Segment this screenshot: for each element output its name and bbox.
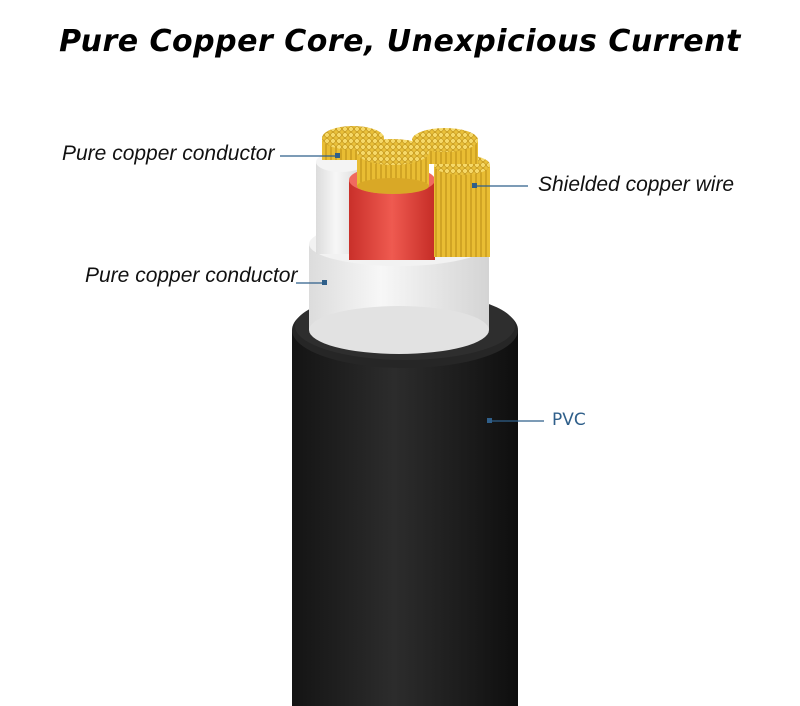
callout-label-pvc: PVC	[552, 410, 586, 430]
callout-leader-right	[472, 183, 528, 188]
callout-leader-mid-left	[296, 280, 327, 285]
shielded-copper-wire	[434, 155, 490, 257]
copper-conductor-right	[412, 128, 478, 164]
pvc-jacket	[292, 292, 518, 706]
callout-label-mid-left: Pure copper conductor	[85, 264, 298, 287]
copper-conductor-center	[357, 139, 429, 194]
callout-label-top-left: Pure copper conductor	[62, 142, 275, 165]
callout-label-right: Shielded copper wire	[538, 173, 735, 196]
page-title: Pure Copper Core, Unexpicious Current	[59, 24, 741, 59]
callout-leader-pvc	[487, 418, 544, 423]
callout-leader-top-left	[280, 153, 340, 158]
